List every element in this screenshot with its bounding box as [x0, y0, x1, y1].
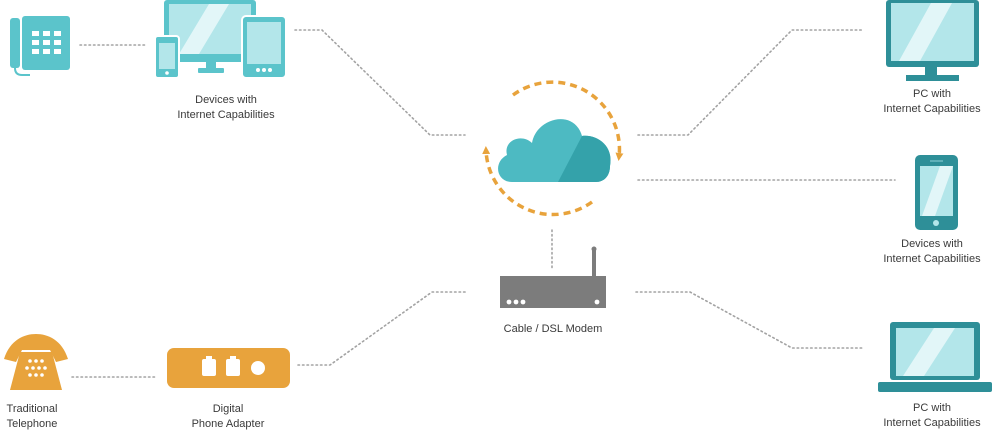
pc-bottom-label: PC with Internet Capabilities	[872, 401, 992, 431]
modem-label: Cable / DSL Modem	[488, 322, 618, 337]
devices-left-label-line2: Internet Capabilities	[177, 109, 275, 121]
desk-phone-icon	[10, 16, 70, 76]
devices-right-label-line2: Internet Capabilities	[883, 253, 981, 265]
modem-icon	[500, 246, 606, 308]
pc-top-label: PC with Internet Capabilities	[872, 87, 992, 117]
traditional-label-line2: Telephone	[6, 418, 58, 430]
modem-label-line1: Cable / DSL Modem	[503, 323, 603, 335]
smartphone-icon	[915, 155, 958, 230]
cloud-icon	[498, 119, 611, 182]
adapter-label-line2: Phone Adapter	[191, 418, 265, 430]
connector-devices-cloud	[294, 29, 466, 136]
traditional-label-line1: Traditional	[6, 403, 58, 415]
adapter-label-line1: Digital	[212, 403, 244, 415]
devices-left-label-line1: Devices with	[195, 94, 257, 106]
phone-adapter-icon	[167, 348, 290, 388]
devices-right-label: Devices with Internet Capabilities	[872, 237, 992, 267]
connector-cloud-pc-top	[637, 29, 863, 136]
devices-group-icon	[154, 0, 287, 79]
pc-top-label-line1: PC with	[913, 88, 951, 100]
devices-right-label-line1: Devices with	[901, 238, 963, 250]
traditional-telephone-label: Traditional Telephone	[0, 402, 64, 432]
pc-top-label-line2: Internet Capabilities	[883, 103, 981, 115]
devices-left-label: Devices with Internet Capabilities	[166, 93, 286, 123]
sync-arrows-icon	[482, 80, 624, 217]
rotary-phone-icon	[4, 334, 68, 390]
phone-adapter-label: Digital Phone Adapter	[168, 402, 288, 432]
pc-bottom-label-line1: PC with	[913, 402, 951, 414]
monitor-icon	[886, 0, 979, 81]
connector-adapter-modem	[297, 291, 467, 366]
pc-bottom-label-line2: Internet Capabilities	[883, 417, 981, 429]
connector-modem-pc-bottom	[635, 291, 863, 349]
laptop-icon	[878, 322, 992, 392]
